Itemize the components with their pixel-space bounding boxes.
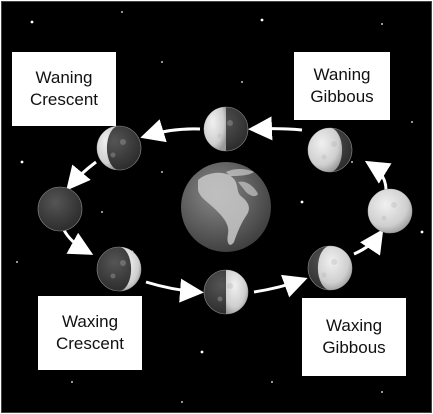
star	[200, 350, 204, 354]
waxing-crescent-moon	[96, 246, 142, 292]
star	[411, 121, 413, 123]
orbit-arrows	[62, 116, 392, 303]
star	[381, 391, 383, 393]
star	[101, 211, 103, 213]
waning-crescent-moon	[96, 125, 142, 171]
arrow-waxing-gibbous-to-full	[353, 229, 384, 256]
star	[20, 160, 24, 164]
label-waning-gibbous-line1: Waning	[313, 64, 371, 84]
label-waning-crescent: Waning Crescent	[12, 52, 116, 126]
star	[271, 381, 273, 383]
arrow-waxing-crescent-to-first-quarter	[145, 278, 204, 303]
arrow-full-to-waning-gibbous	[364, 160, 392, 191]
star	[181, 401, 183, 403]
star	[71, 381, 73, 383]
waxing-gibbous-moon	[307, 245, 353, 291]
star	[121, 11, 123, 13]
label-waxing-crescent-line1: Waxing	[61, 311, 119, 331]
waning-gibbous-moon	[307, 127, 353, 173]
new-moon-moon	[37, 186, 83, 232]
label-waning-gibbous-line2: Gibbous	[310, 87, 374, 106]
earth-globe	[181, 162, 271, 252]
star	[16, 261, 18, 263]
star	[241, 81, 243, 83]
star	[260, 18, 264, 22]
full-moon-moon	[367, 188, 413, 234]
arrow-new-to-waxing-crescent	[62, 229, 94, 255]
star	[351, 161, 353, 163]
label-waning-crescent-line2: Crescent	[29, 90, 99, 109]
label-waxing-gibbous: Waxing Gibbous	[302, 298, 406, 376]
star	[161, 171, 163, 173]
star	[161, 61, 163, 63]
label-waning-gibbous: Waning Gibbous	[294, 52, 390, 120]
moon-phases	[37, 106, 413, 315]
arrow-waning-gibbous-to-third-quarter	[248, 116, 303, 141]
third-quarter-moon	[203, 106, 249, 152]
arrow-waning-crescent-to-new	[66, 160, 97, 191]
label-waxing-crescent-line2: Crescent	[55, 334, 125, 353]
star	[381, 23, 383, 25]
arrow-third-quarter-to-waning-crescent	[140, 119, 201, 143]
star	[300, 200, 304, 204]
star	[420, 230, 424, 234]
label-waxing-crescent: Waxing Crescent	[38, 296, 142, 370]
label-waxing-gibbous-line2: Gibbous	[322, 338, 386, 357]
label-waning-crescent-line1: Waning	[35, 67, 93, 87]
first-quarter-moon	[203, 269, 249, 315]
arrow-first-quarter-to-waxing-gibbous	[253, 274, 308, 298]
label-waxing-gibbous-line1: Waxing	[325, 315, 383, 335]
star	[30, 20, 34, 24]
